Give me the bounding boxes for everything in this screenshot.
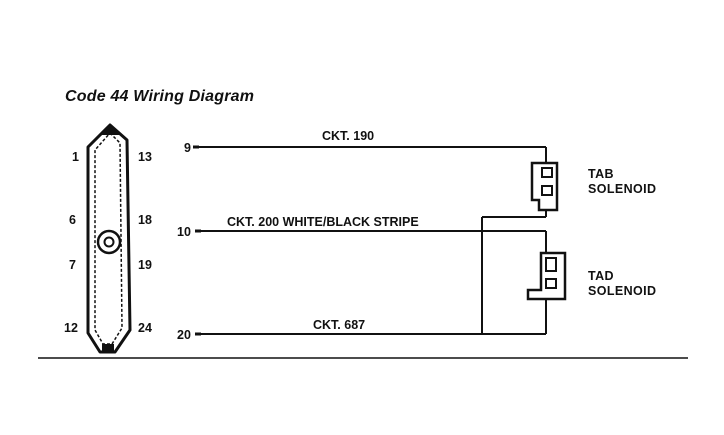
tab-pin-lower <box>541 185 553 196</box>
circuit-label-190: CKT. 190 <box>322 129 375 143</box>
tab-solenoid-type: SOLENOID <box>588 182 657 196</box>
terminal-marks <box>193 145 201 336</box>
terminal-20: 20 <box>177 328 191 342</box>
pin-label-13: 13 <box>138 150 152 164</box>
wire-ckt-190 <box>197 146 547 162</box>
tab-solenoid-connector <box>530 161 559 212</box>
tad-solenoid-connector <box>526 251 567 301</box>
connector <box>86 123 132 354</box>
tad-solenoid-name: TAD <box>588 269 614 283</box>
pin-label-12: 12 <box>64 321 78 335</box>
pin-label-19: 19 <box>138 258 152 272</box>
connector-outline <box>86 123 132 354</box>
tad-solenoid-type: SOLENOID <box>588 284 657 298</box>
connector-top-cap <box>100 125 120 135</box>
wire-ckt-687 <box>199 300 547 335</box>
pin-label-18: 18 <box>138 213 152 227</box>
terminal-10: 10 <box>177 225 191 239</box>
tab-solenoid-name: TAB <box>588 167 614 181</box>
tad-solenoid-label: TAD SOLENOID <box>588 269 656 299</box>
tab-pin-upper <box>541 167 553 178</box>
connector-center-hole <box>103 236 115 248</box>
pin-label-6: 6 <box>69 213 76 227</box>
tab-solenoid-label: TAB SOLENOID <box>588 167 656 197</box>
terminal-9: 9 <box>184 141 191 155</box>
circuit-label-200: CKT. 200 WHITE/BLACK STRIPE <box>227 215 419 229</box>
pin-label-7: 7 <box>69 258 76 272</box>
tad-pin-upper <box>545 257 557 272</box>
pin-label-1: 1 <box>72 150 79 164</box>
wire-ckt-200 <box>199 210 547 333</box>
diagram-title: Code 44 Wiring Diagram <box>65 88 255 105</box>
tad-pin-lower <box>545 278 557 289</box>
circuit-label-687: CKT. 687 <box>313 318 366 332</box>
connector-bottom-tab <box>102 344 114 351</box>
connector-center-ring <box>96 229 122 255</box>
pin-label-24: 24 <box>138 321 152 335</box>
